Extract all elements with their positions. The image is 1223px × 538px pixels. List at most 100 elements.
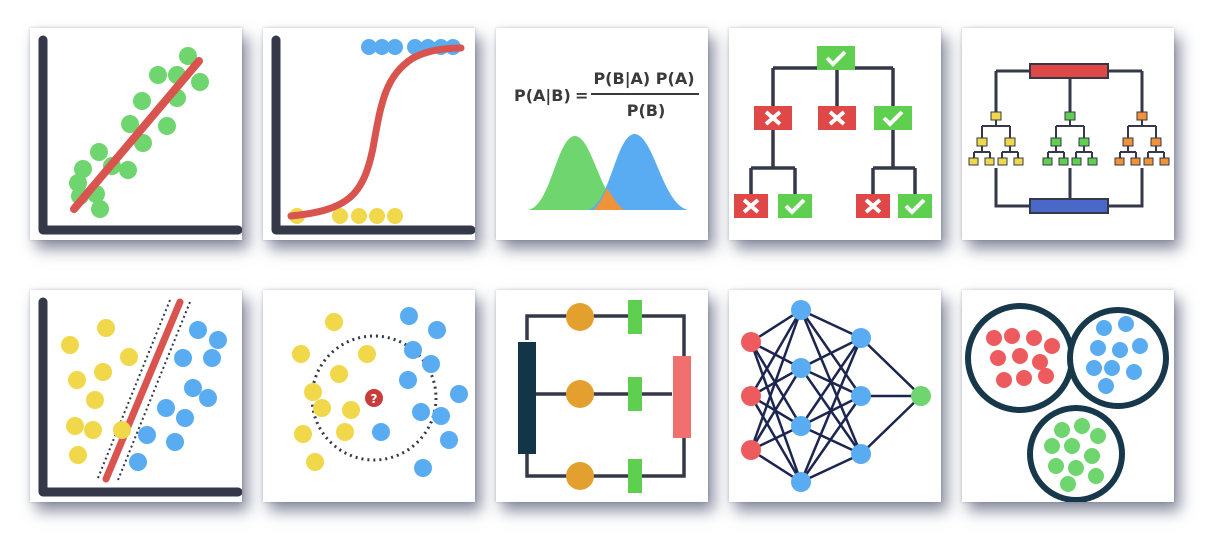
decision-tree-icon <box>734 46 932 218</box>
node-accept-right <box>874 106 912 130</box>
cluster-blue-points <box>1086 316 1148 394</box>
class-zero-points <box>289 208 403 224</box>
neuron <box>851 386 871 406</box>
tree-node <box>1004 137 1016 147</box>
tree-node <box>984 157 995 166</box>
class-yellow-points <box>292 313 376 471</box>
random-forest-icon <box>968 63 1170 214</box>
linear-regression-icon <box>38 35 242 235</box>
axes <box>38 297 242 497</box>
tile-decision-tree <box>729 28 941 240</box>
class-blue-points <box>129 321 227 471</box>
equation-lhs: P(A|B) <box>514 86 571 106</box>
leaf-accept-2 <box>898 194 932 218</box>
tree-node <box>1136 111 1148 121</box>
tree-node <box>1064 111 1076 121</box>
tree-node <box>1130 157 1141 166</box>
network-edge <box>800 452 862 484</box>
tree-node <box>1159 157 1170 166</box>
tree-node <box>976 137 988 147</box>
tile-support-vector-machine <box>30 290 242 502</box>
network-edge <box>749 309 803 451</box>
forest-tree <box>968 111 1024 166</box>
clustering-icon <box>965 303 1169 502</box>
distribution-b <box>588 134 688 210</box>
neuron <box>741 386 761 406</box>
tree-node <box>1143 157 1154 166</box>
root-accept <box>817 46 855 70</box>
knn-icon: ? <box>292 307 468 477</box>
class-blue-points <box>372 307 468 477</box>
neighborhood-radius <box>310 334 438 462</box>
network-edge <box>749 341 803 427</box>
input-bar <box>518 342 536 454</box>
axes <box>38 35 242 235</box>
network-edge <box>860 337 922 397</box>
tree-node <box>1114 157 1125 166</box>
node-reject-left <box>754 106 792 130</box>
tile-random-forest <box>962 28 1174 240</box>
neural-network-icon <box>741 300 931 492</box>
neuron <box>791 416 811 436</box>
equation-equals: = <box>575 86 588 105</box>
cluster-boundary-blue <box>1067 307 1169 409</box>
output-bar <box>673 356 691 438</box>
forest-tree <box>1114 111 1170 166</box>
tile-k-means-clustering <box>962 290 1174 502</box>
svm-icon <box>38 297 242 497</box>
sigmoid-curve <box>287 44 465 220</box>
margin-left <box>97 299 171 479</box>
cluster-green-points <box>1044 418 1106 492</box>
tree-node <box>1013 157 1024 166</box>
regression-line <box>70 57 203 213</box>
logistic-regression-icon <box>271 35 475 235</box>
tree-node <box>1150 137 1162 147</box>
tree-node <box>1071 157 1082 166</box>
input-bar <box>1029 63 1109 79</box>
tile-logistic-regression <box>263 28 475 240</box>
equation-denominator: P(B) <box>627 101 666 120</box>
class-yellow-points <box>61 319 138 464</box>
leaf-reject-1 <box>734 194 768 218</box>
network-edge <box>749 367 803 451</box>
network-edge <box>799 337 863 427</box>
neuron <box>851 328 871 348</box>
network-edge <box>800 308 862 340</box>
tree-node <box>990 111 1002 121</box>
network-edge <box>860 395 922 455</box>
axes <box>271 35 475 235</box>
output-bar <box>1029 198 1109 214</box>
network-edge <box>749 309 803 397</box>
distribution-overlap <box>594 188 624 210</box>
neuron <box>851 444 871 464</box>
forest-connectors <box>994 69 1144 208</box>
tree-node <box>997 157 1008 166</box>
weak-learner-nodes <box>566 303 594 490</box>
tree-node <box>1042 157 1053 166</box>
tree-node <box>1058 157 1069 166</box>
margin-right <box>117 301 191 481</box>
tile-linear-regression <box>30 28 242 240</box>
neuron <box>791 472 811 492</box>
bayes-theorem-icon: P(A|B) = P(B|A) P(A) P(B) <box>514 69 699 210</box>
forest-tree <box>1042 111 1098 166</box>
neuron <box>791 358 811 378</box>
network-nodes <box>741 300 931 492</box>
boosting-icon <box>518 300 691 493</box>
query-point <box>365 389 383 407</box>
network-edges <box>749 308 922 484</box>
leaf-accept-1 <box>778 194 812 218</box>
tree-node <box>1087 157 1098 166</box>
tile-naive-bayes: P(A|B) = P(B|A) P(A) P(B) <box>496 28 708 240</box>
neuron <box>741 332 761 352</box>
node-reject-middle <box>818 106 856 130</box>
leaf-reject-2 <box>856 194 890 218</box>
network-edge <box>800 336 862 370</box>
ensemble-connectors <box>525 314 686 478</box>
distribution-a <box>528 135 624 210</box>
equation-numerator: P(B|A) P(A) <box>593 69 694 89</box>
tree-node <box>968 157 979 166</box>
neuron <box>791 300 811 320</box>
query-mark: ? <box>371 392 378 406</box>
tile-neural-network <box>729 290 941 502</box>
